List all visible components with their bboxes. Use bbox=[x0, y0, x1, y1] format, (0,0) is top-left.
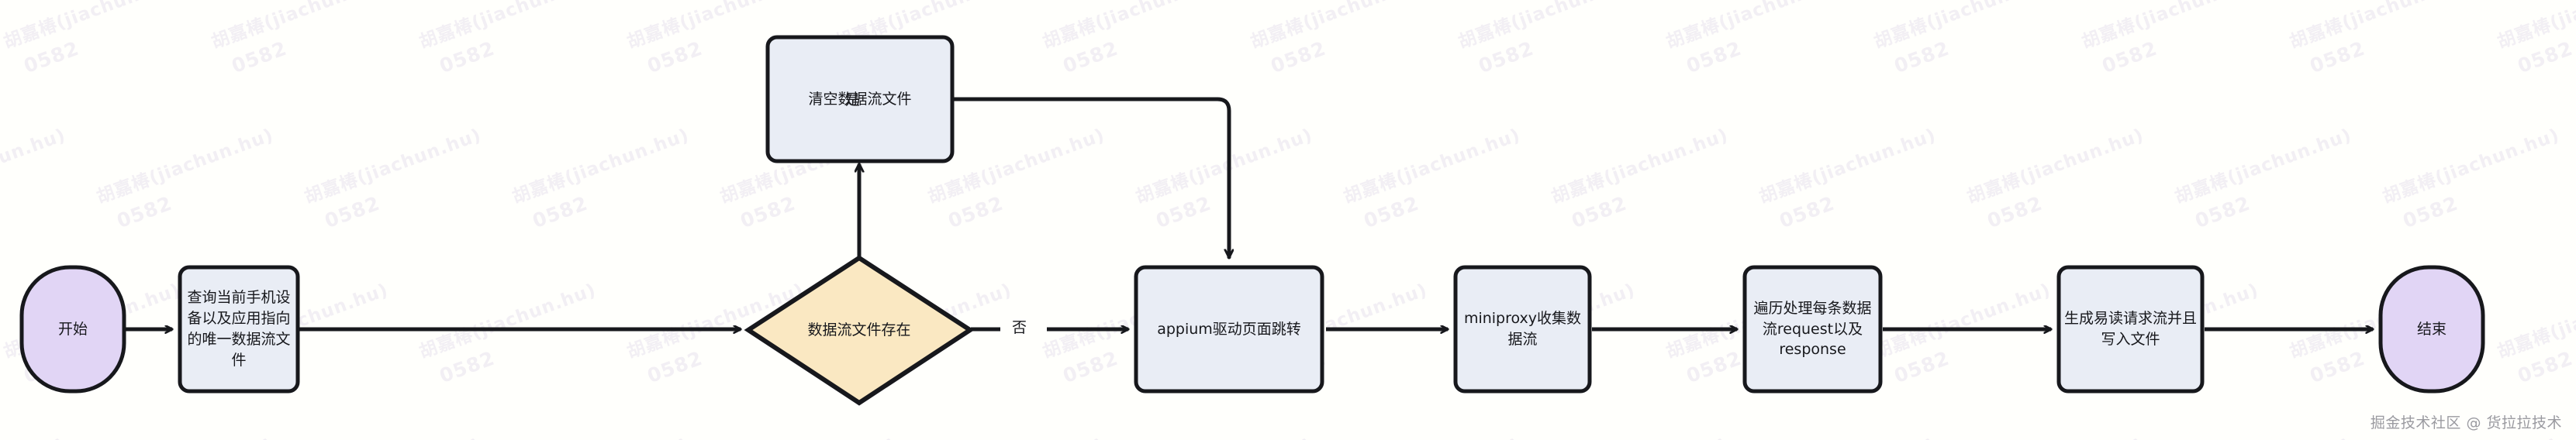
node-clear[interactable] bbox=[765, 35, 955, 163]
node-miniproxy[interactable] bbox=[1453, 265, 1592, 394]
node-appium[interactable] bbox=[1134, 265, 1324, 394]
node-generate[interactable] bbox=[2056, 265, 2205, 394]
node-decision[interactable] bbox=[744, 255, 975, 406]
node-end[interactable] bbox=[2378, 265, 2485, 394]
node-start[interactable] bbox=[19, 265, 126, 394]
edge-clear-to-appium bbox=[951, 97, 1229, 260]
edges-layer bbox=[126, 97, 2373, 329]
node-query[interactable] bbox=[178, 265, 300, 394]
node-traverse[interactable] bbox=[1742, 265, 1883, 394]
credit-watermark: 掘金技术社区 @ 货拉拉技术 bbox=[2370, 414, 2562, 431]
nodes-layer bbox=[19, 35, 2485, 406]
